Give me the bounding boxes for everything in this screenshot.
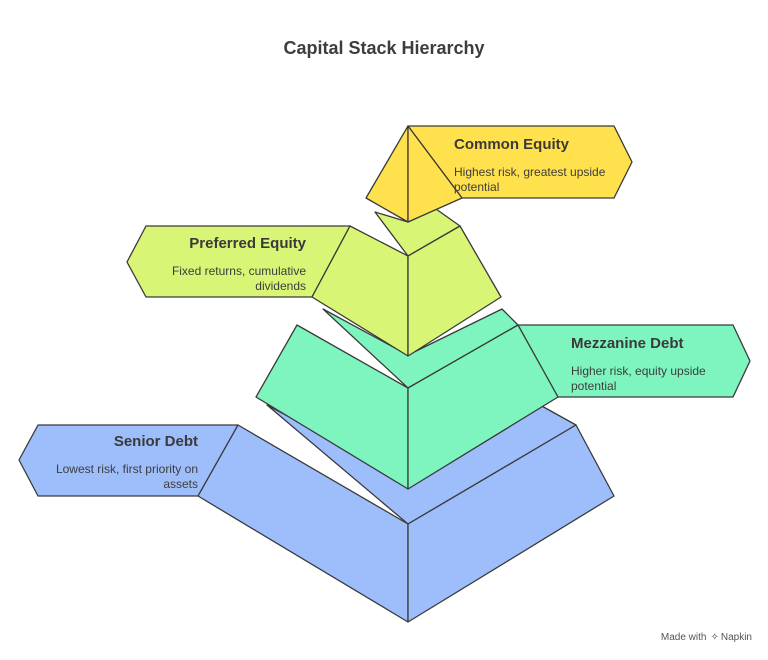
diagram-title: Capital Stack Hierarchy [283,38,485,58]
credit-prefix: Made with [660,632,707,643]
preferred-equity-top [374,208,461,257]
napkin-credit[interactable]: Made with✧Napkin [661,632,752,643]
common-equity-right-face [407,125,463,223]
preferred-equity-right-face [407,225,502,357]
common-equity-description: Highest risk, greatest upside potential [454,165,606,194]
label-mezzanine-debt: Mezzanine Debt Higher risk, equity upsid… [571,335,731,394]
credit-brand: Napkin [720,632,752,643]
mezzanine-debt-heading: Mezzanine Debt [571,335,684,352]
label-senior-debt: Senior Debt Lowest risk, first priority … [30,433,198,492]
preferred-equity-heading: Preferred Equity [189,235,306,252]
label-common-equity: Common Equity Highest risk, greatest ups… [454,136,614,195]
tier-senior-debt [18,404,615,623]
senior-debt-description: Lowest risk, first priority on assets [55,462,198,491]
preferred-equity-description: Fixed returns, cumulative dividends [171,264,306,293]
mezzanine-debt-description: Higher risk, equity upside potential [571,364,706,393]
common-equity-left-face [365,125,409,223]
senior-debt-right-face [407,424,615,623]
senior-debt-heading: Senior Debt [113,433,198,450]
common-equity-heading: Common Equity [454,136,569,153]
napkin-logo-icon: ✧ [710,632,719,643]
tier-common-equity [365,125,633,223]
tier-preferred-equity [126,208,502,357]
label-preferred-equity: Preferred Equity Fixed returns, cumulati… [140,235,306,294]
mezzanine-debt-right-face [407,324,559,490]
tier-mezzanine-debt [255,308,751,490]
